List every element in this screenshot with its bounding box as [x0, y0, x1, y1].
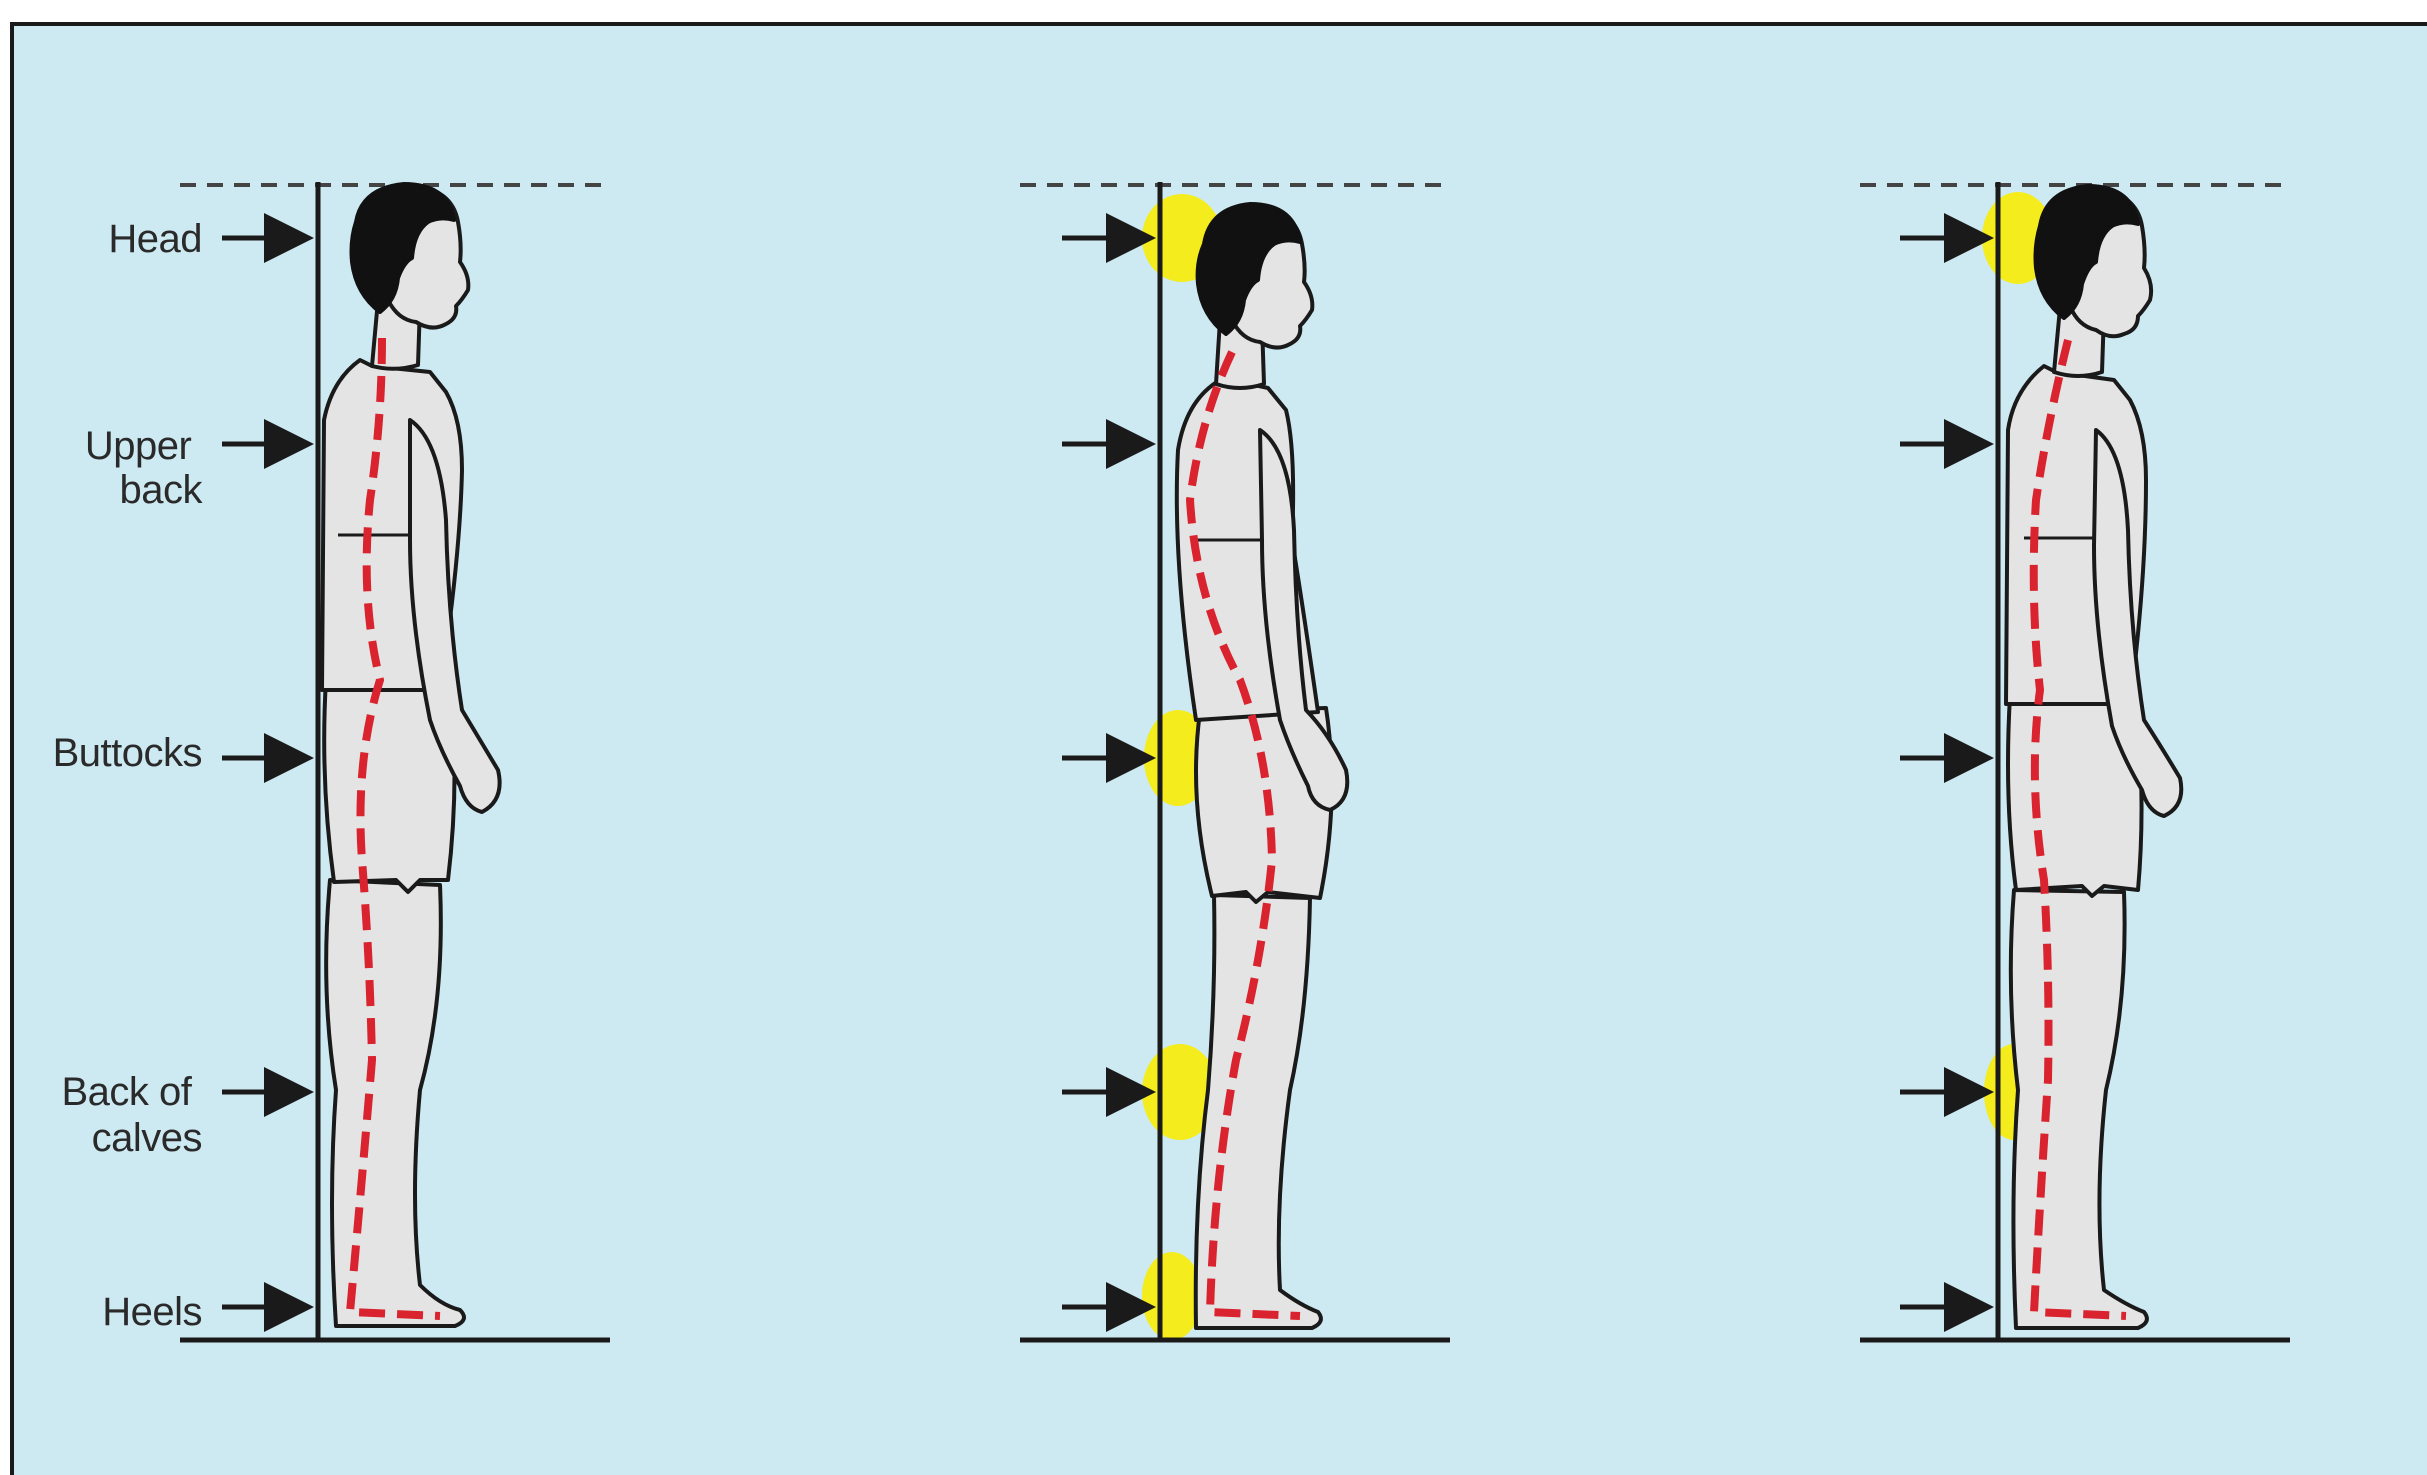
posture-diagram: Head Upper back Buttocks Back of calves …: [10, 22, 2427, 1475]
label-head: Head: [108, 217, 202, 261]
highlight-heels: [1142, 1252, 1202, 1340]
label-buttocks: Buttocks: [53, 731, 202, 775]
label-heels: Heels: [102, 1290, 202, 1334]
diagram-frame: Head Upper back Buttocks Back of calves …: [10, 22, 2427, 1475]
